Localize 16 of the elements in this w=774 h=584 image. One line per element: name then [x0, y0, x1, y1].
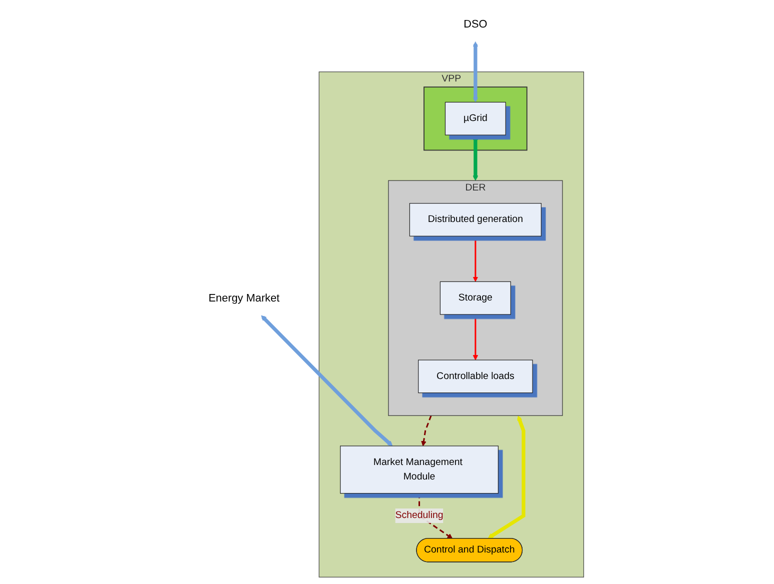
node-text: Energy Market — [208, 292, 280, 304]
node-text: DSO — [464, 18, 488, 30]
arrow — [472, 41, 478, 102]
node-box: Storage — [440, 281, 511, 315]
arrow — [472, 314, 478, 360]
arrow — [472, 236, 478, 282]
arrow — [472, 135, 478, 181]
arrow — [488, 416, 526, 539]
node-box: Market Management Module — [340, 446, 499, 494]
cluster — [424, 86, 528, 151]
node-box: µGrid — [444, 102, 506, 136]
edge-label: Scheduling — [395, 510, 444, 521]
arrow — [421, 415, 432, 446]
node-box: Controllable loads — [418, 360, 533, 394]
node-box: Distributed generation — [409, 203, 542, 236]
arrow — [261, 315, 393, 446]
